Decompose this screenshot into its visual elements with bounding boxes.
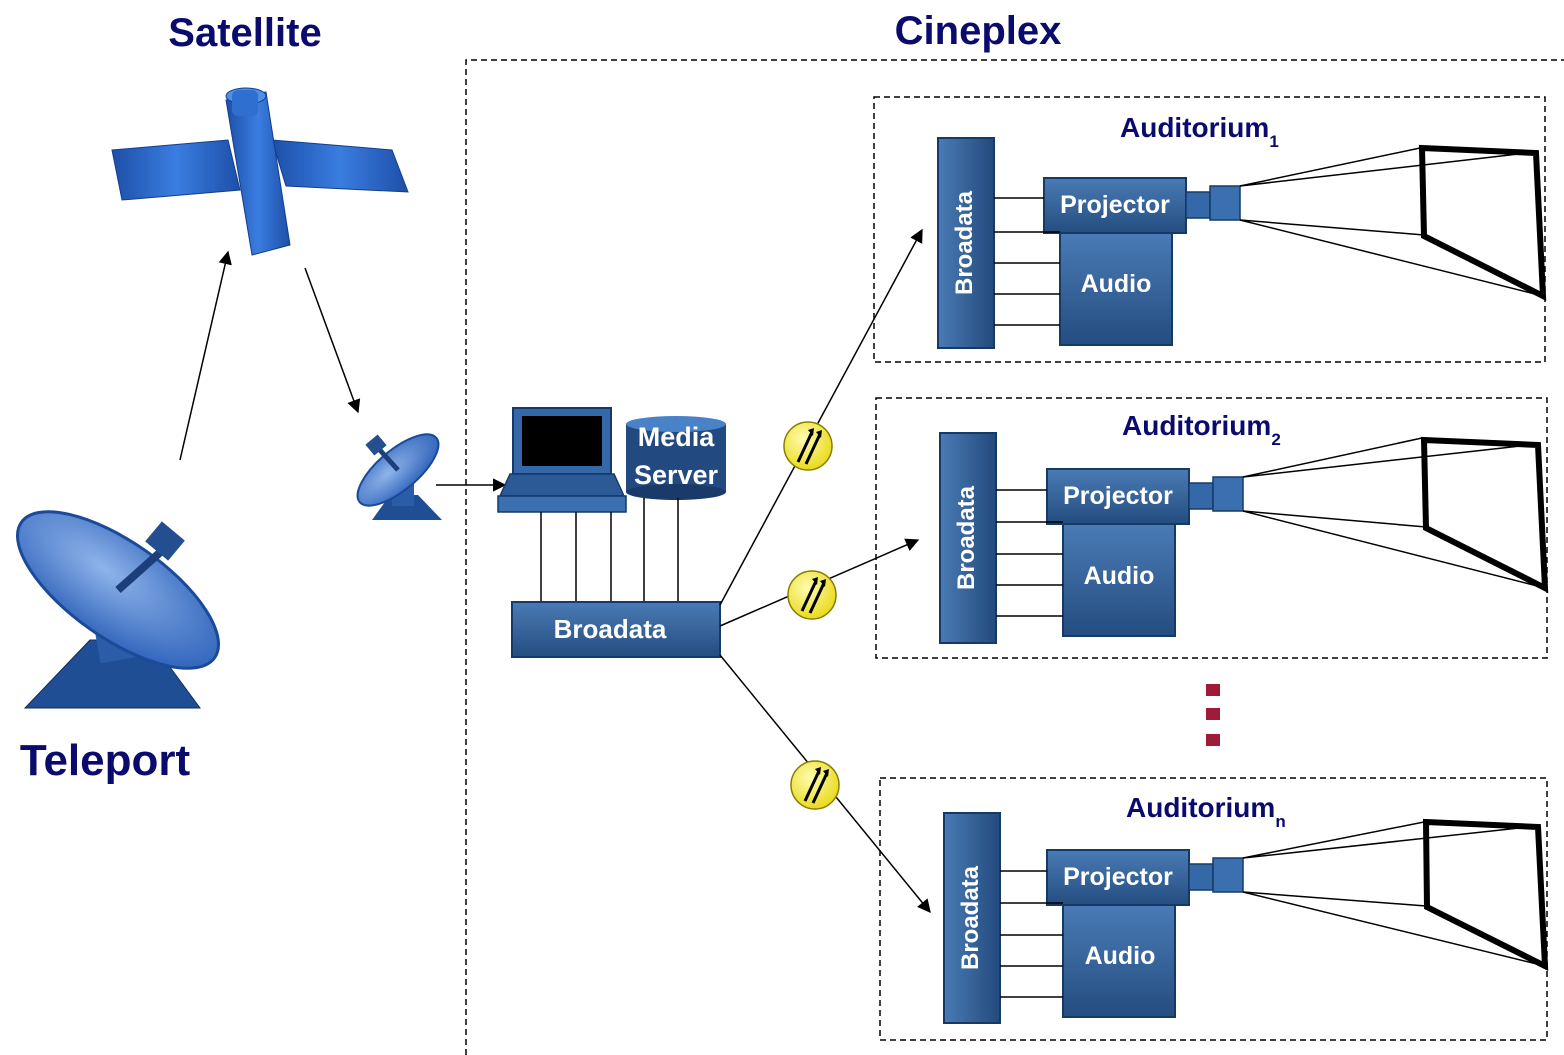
auditorium-2-audio-label: Audio xyxy=(1084,562,1155,590)
computer-icon xyxy=(497,407,627,513)
connector-icon xyxy=(787,570,837,620)
media-server-label-line2: Server xyxy=(634,460,719,490)
auditorium-1-broadata-label: Broadata xyxy=(951,190,978,295)
auditorium-n-audio-label: Audio xyxy=(1085,942,1156,970)
auditorium-2-projector-label: Projector xyxy=(1063,482,1173,510)
server-connections xyxy=(540,498,679,602)
teleport-dish-icon xyxy=(15,510,221,709)
auditorium-n-panel: Auditoriumn Broadata Projector Audio xyxy=(879,777,1549,1041)
satellite-heading: Satellite xyxy=(168,11,321,55)
uplink-arrow xyxy=(179,250,232,461)
auditorium-1-panel: Auditorium1 Broadata Projector Audio xyxy=(873,96,1547,363)
cineplex-heading: Cineplex xyxy=(895,9,1062,53)
connector-icon xyxy=(790,760,840,810)
more-auditoriums-ellipsis xyxy=(1206,684,1220,746)
auditorium-2-panel: Auditorium2 Broadata Projector Audio xyxy=(875,397,1549,659)
cineplex-boundary xyxy=(465,59,1564,1055)
broadata-main-label: Broadata xyxy=(554,614,667,644)
satellite-icon xyxy=(111,87,409,256)
auditorium-1-title: Auditorium1 xyxy=(1120,112,1279,151)
downlink-arrow xyxy=(304,267,361,414)
auditorium-n-broadata-label: Broadata xyxy=(957,865,984,970)
media-server-label-line1: Media xyxy=(638,422,716,452)
auditorium-1-audio-label: Audio xyxy=(1081,270,1152,298)
link-auditorium-1 xyxy=(719,228,923,606)
teleport-heading: Teleport xyxy=(20,736,191,785)
auditorium-n-title: Auditoriumn xyxy=(1126,792,1286,831)
auditorium-2-title: Auditorium2 xyxy=(1122,410,1281,449)
auditorium-1-projector-label: Projector xyxy=(1060,191,1170,219)
connector-icon xyxy=(783,421,833,471)
auditorium-2-broadata-label: Broadata xyxy=(953,485,980,590)
auditorium-n-projector-label: Projector xyxy=(1063,863,1173,891)
receive-dish-icon xyxy=(356,433,442,520)
broadata-main-box xyxy=(511,601,721,658)
media-server-icon xyxy=(626,416,726,500)
